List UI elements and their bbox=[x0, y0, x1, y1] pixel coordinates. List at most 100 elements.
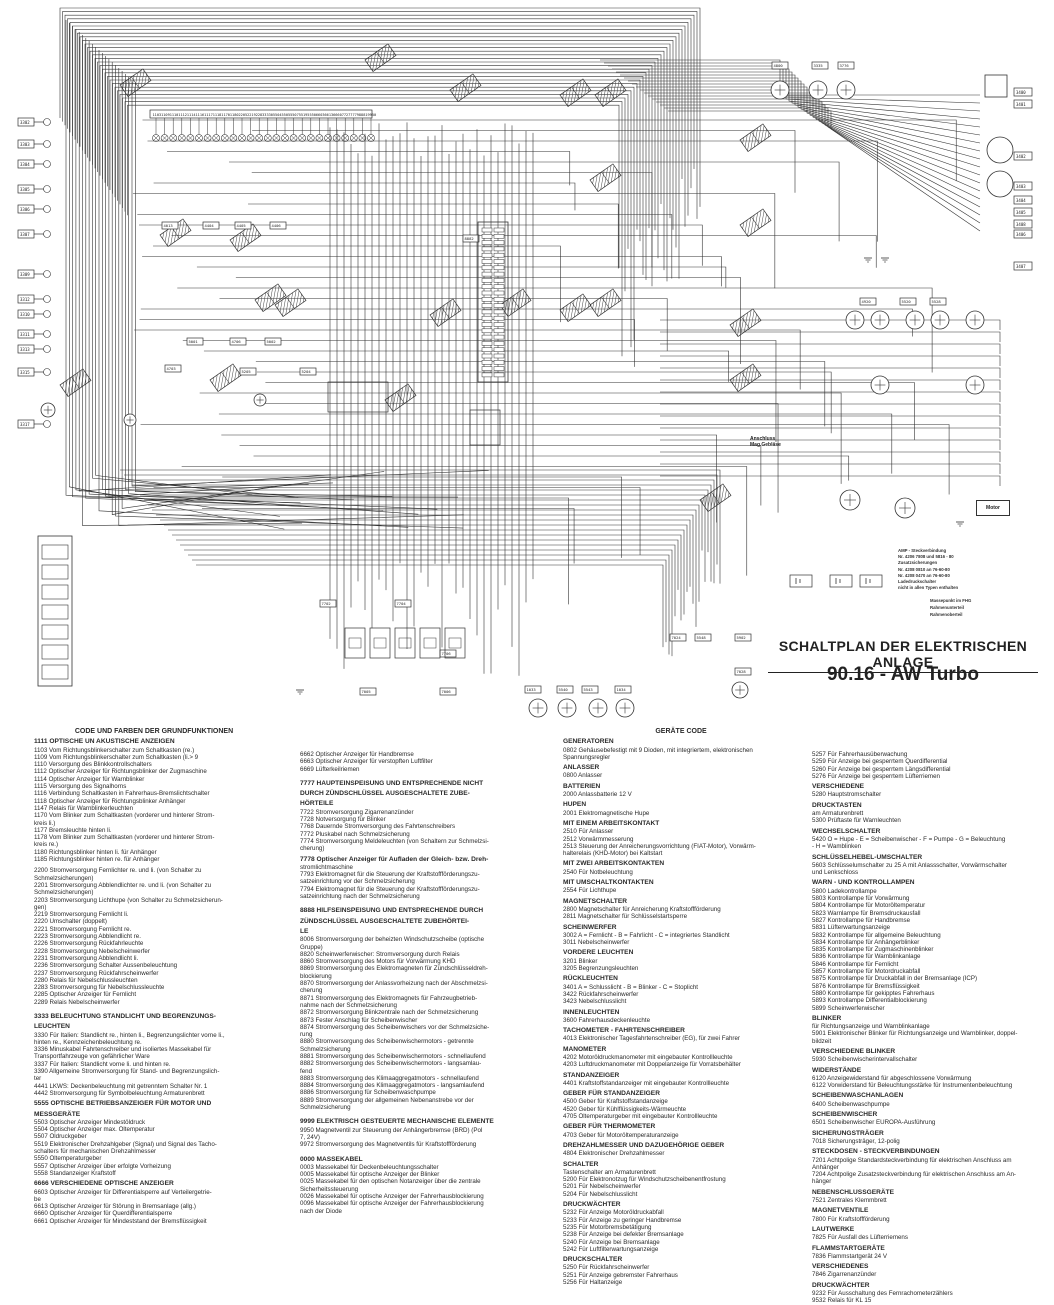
legend-entry: 2219 Stromversorgung Fernlicht li. bbox=[34, 911, 129, 919]
indicator-lamp: 5505 bbox=[281, 113, 290, 142]
fuse bbox=[481, 372, 493, 378]
legend-entry: 4705 Öltemperaturgeber mit eingebauter K… bbox=[563, 1113, 718, 1121]
legend-entry: 3422 Rückfahrscheinwerfer bbox=[563, 990, 639, 998]
legend-entry: 2000 Anlassbatterie 12 V bbox=[563, 791, 632, 799]
wire bbox=[87, 47, 668, 282]
legend-entry: am Armaturenbrett bbox=[812, 810, 864, 818]
switch-module bbox=[41, 644, 69, 660]
left-component: 3309 bbox=[17, 269, 51, 279]
legend-entry: 9972 Stromversorgung des Magnetventils f… bbox=[300, 1141, 477, 1149]
legend-entry: kreis li.) bbox=[34, 819, 56, 827]
legend-entry: 8006 Stromversorgung der beheizten Winds… bbox=[300, 936, 485, 944]
legend-entry: 5257 Für Fahrerhausüberwachung bbox=[812, 751, 908, 758]
legend-entry: 1110 Versorgung des Blinkkontrollschalte… bbox=[34, 761, 152, 769]
lamp-label: 1118 bbox=[213, 113, 222, 117]
legend-entry: 6122 Vorwiderstand für Beleuchtungsstärk… bbox=[812, 1082, 1013, 1090]
legend-entry: 5804 Kontrollampe für Motoröltemperatur bbox=[812, 902, 926, 910]
legend-entry: 7204 Achtpolige Zusatzsteckverbindung fü… bbox=[812, 1171, 1016, 1179]
legend-entry: 5857 Kontrollampe für Motordruckabfall bbox=[812, 968, 921, 976]
component-code: 3317 bbox=[20, 422, 30, 427]
wire bbox=[119, 94, 629, 249]
trailer-socket-aux bbox=[986, 170, 1014, 198]
wire bbox=[628, 80, 981, 152]
wire bbox=[75, 29, 280, 517]
legend-entry: Schmelzsicherungen) bbox=[34, 874, 94, 882]
legend-entry: stromlichtmaschine bbox=[300, 863, 353, 871]
legend-group-heading: WECHSELSCHALTER bbox=[812, 827, 881, 835]
right-component: 3403 bbox=[1013, 181, 1033, 191]
legend-group-heading: 3333 BELEUCHTUNG STANDLICHT UND BEGRENZU… bbox=[34, 1012, 216, 1020]
component-code: 3404 bbox=[1016, 198, 1026, 203]
legend-entry: 3002 A = Fernlicht - B = Fahrlicht - C =… bbox=[563, 931, 730, 939]
fuse bbox=[481, 360, 493, 365]
legend-entry: 1180 Richtungsblinker hinten li. für Anh… bbox=[34, 848, 157, 856]
legend-entry: 5557 Optischer Anzeiger über erfolgte Vo… bbox=[34, 1162, 171, 1170]
wire bbox=[112, 83, 638, 230]
connector-block bbox=[59, 368, 92, 397]
legend-entry: 2554 Für Lichthupe bbox=[563, 887, 617, 895]
legend-entry: 3330 Für Italien: Standlicht re., hinten… bbox=[34, 1031, 225, 1039]
wire bbox=[132, 193, 776, 289]
legend-group-heading: ANLASSER bbox=[563, 764, 600, 772]
fuse bbox=[481, 290, 493, 296]
component-box: 5205 bbox=[239, 367, 257, 376]
legend-entry: 5256 Für Haltanzeige bbox=[563, 1279, 623, 1286]
wire bbox=[177, 287, 933, 373]
amp-note-4: Nr. 4208 0810 an 76-60-80 bbox=[898, 566, 950, 572]
component-box: 5548 bbox=[694, 633, 712, 642]
legend-group-heading: GEBER FÜR STANDANZEIGER bbox=[563, 1090, 660, 1098]
component-code: 3405 bbox=[1016, 210, 1026, 215]
wire bbox=[660, 415, 1001, 426]
bracket-note-line1: Anschluss bbox=[750, 436, 776, 442]
wire bbox=[160, 519, 691, 587]
component-box: 4706 bbox=[229, 337, 247, 346]
fuse bbox=[481, 297, 493, 302]
legend-entry: 2289 Relais Nebelscheinwerfer bbox=[34, 998, 120, 1006]
fuse bbox=[493, 290, 505, 296]
legend-group-heading: SCHLÜSSELHEBEL-UMSCHALTER bbox=[812, 853, 923, 861]
component-code: 7005 bbox=[362, 689, 371, 694]
wire bbox=[660, 475, 1001, 486]
gauge-symbols bbox=[40, 80, 985, 718]
left-component: 3306 bbox=[17, 204, 51, 214]
wire bbox=[652, 98, 981, 200]
legend-entry: Schmelzsicherungen) bbox=[34, 889, 94, 897]
lamp-label: 1109 bbox=[161, 113, 170, 117]
fuse bbox=[481, 347, 493, 352]
indicator-lamp: 7727 bbox=[341, 113, 350, 142]
rear-lamp-unit bbox=[984, 74, 1008, 98]
component-code: 3310 bbox=[20, 312, 30, 317]
connector-block bbox=[559, 293, 592, 322]
legend-entry: 2223 Stromversorgung Abblendlicht re. bbox=[34, 933, 141, 941]
indicator-lamp: 5507 bbox=[289, 113, 299, 142]
legend-entry: 2540 Für Notbeleuchtung bbox=[563, 868, 633, 876]
component-code: 3304 bbox=[20, 162, 30, 167]
legend-entry: 2237 Stromversorgung Rückfahrscheinwerfe… bbox=[34, 969, 159, 977]
right-component: 3408 bbox=[1013, 219, 1033, 229]
connector-block bbox=[739, 123, 772, 152]
wire bbox=[222, 476, 622, 558]
wire bbox=[79, 36, 677, 248]
legend-group-heading: SCHEIBENWISCHER bbox=[812, 1111, 878, 1119]
indicator-lamp: 1180 bbox=[229, 113, 239, 142]
connector-block bbox=[739, 208, 772, 237]
indicator-lamp: 1117 bbox=[203, 113, 213, 142]
legend-entry: 3401 A = Schlusslicht - B = Blinker - C … bbox=[563, 983, 698, 991]
amp-note-7: nicht in allen Typen enthalten bbox=[898, 585, 959, 591]
ground-legend-1: Massepunkt im FHG bbox=[930, 598, 972, 603]
component-code: 4404 bbox=[205, 223, 215, 228]
wire bbox=[168, 529, 685, 615]
fuse bbox=[481, 259, 493, 264]
legend-gap bbox=[34, 1006, 274, 1010]
wire bbox=[122, 97, 626, 292]
legend-entry: 5880 Kontrollampe für gekipptes Fahrerha… bbox=[812, 989, 935, 997]
component-code: 5205 bbox=[242, 369, 251, 374]
indicator-lamp: 1170 bbox=[221, 113, 230, 142]
ground-symbol bbox=[956, 521, 964, 527]
legend-entry: 7846 Zigarrenanzünder bbox=[812, 1271, 877, 1279]
legend-entry: 8874 Stromversorgung des Scheibenwischer… bbox=[300, 1023, 490, 1031]
wire bbox=[644, 92, 981, 184]
wire bbox=[252, 130, 796, 193]
